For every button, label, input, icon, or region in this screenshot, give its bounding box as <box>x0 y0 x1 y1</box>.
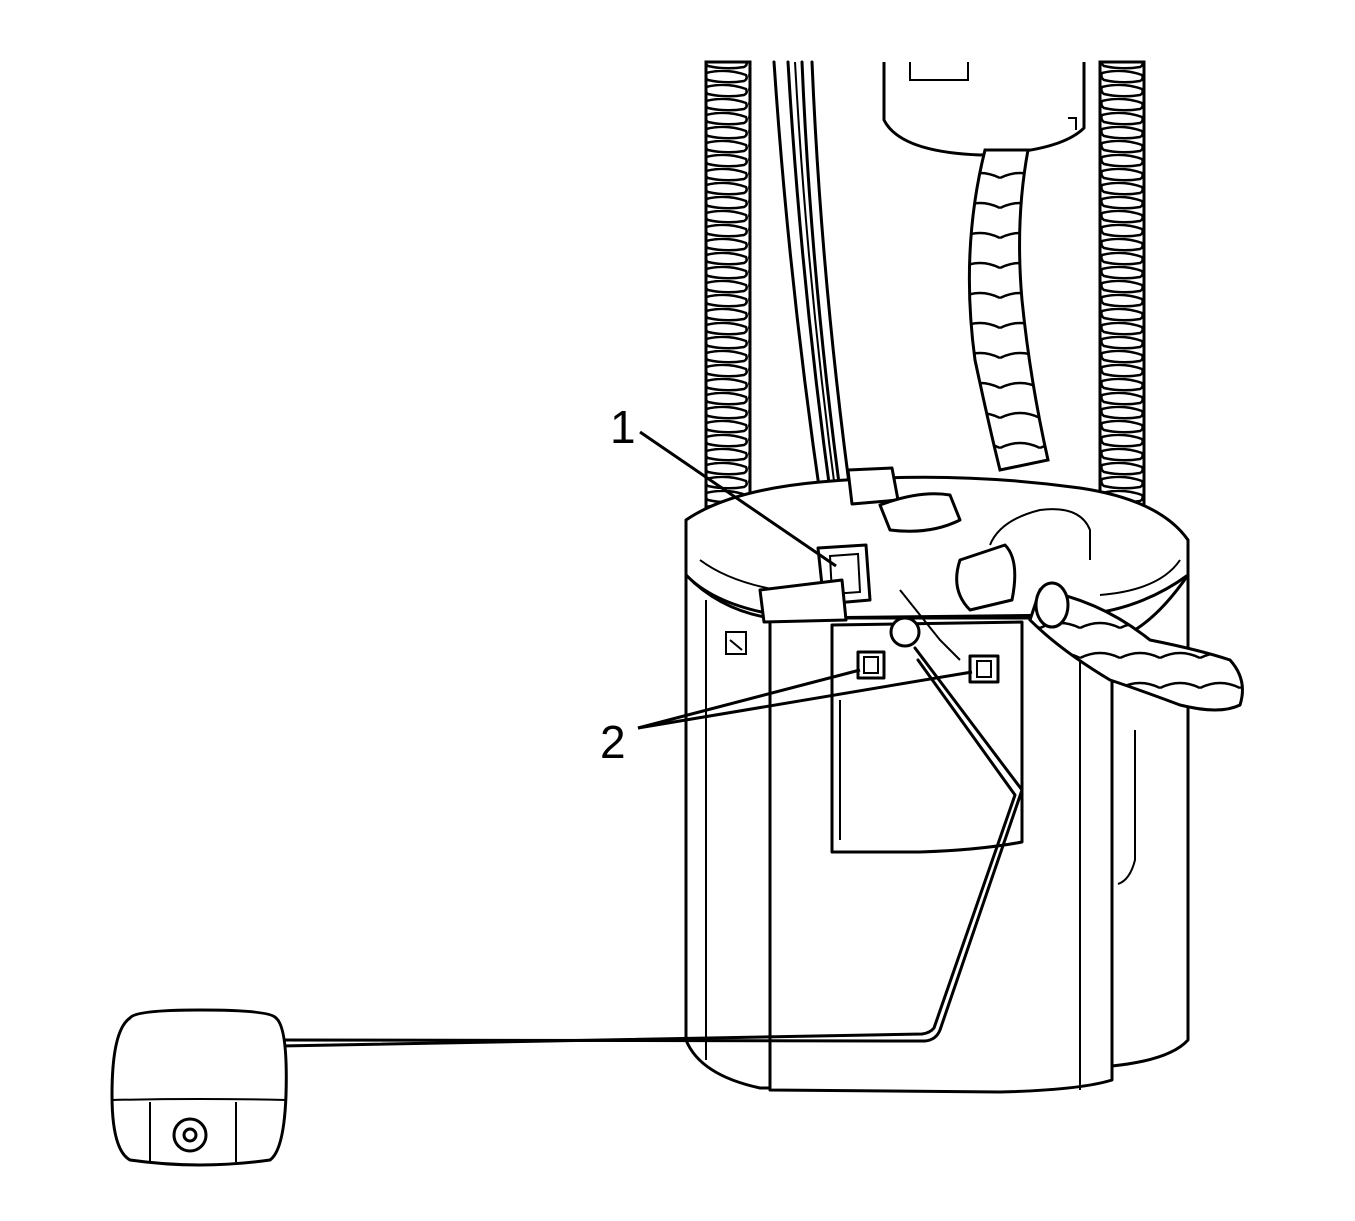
fuel-feed-hose <box>1028 581 1244 712</box>
callout-2-label: 2 <box>600 716 626 768</box>
vent-hose <box>967 148 1050 472</box>
filter-housing <box>882 62 1086 157</box>
electrical-connector <box>758 466 1091 661</box>
fuel-level-float-arm <box>278 646 1024 1048</box>
retainer-clip-left <box>856 650 886 680</box>
wiring-harness <box>772 60 860 550</box>
leader-line-1 <box>639 430 837 568</box>
fuel-level-float <box>110 1008 288 1167</box>
left-coil-spring <box>704 60 752 554</box>
callout-1-label: 1 <box>610 401 636 453</box>
leader-line-2 <box>637 668 973 730</box>
retainer-clip-right <box>968 654 1000 684</box>
